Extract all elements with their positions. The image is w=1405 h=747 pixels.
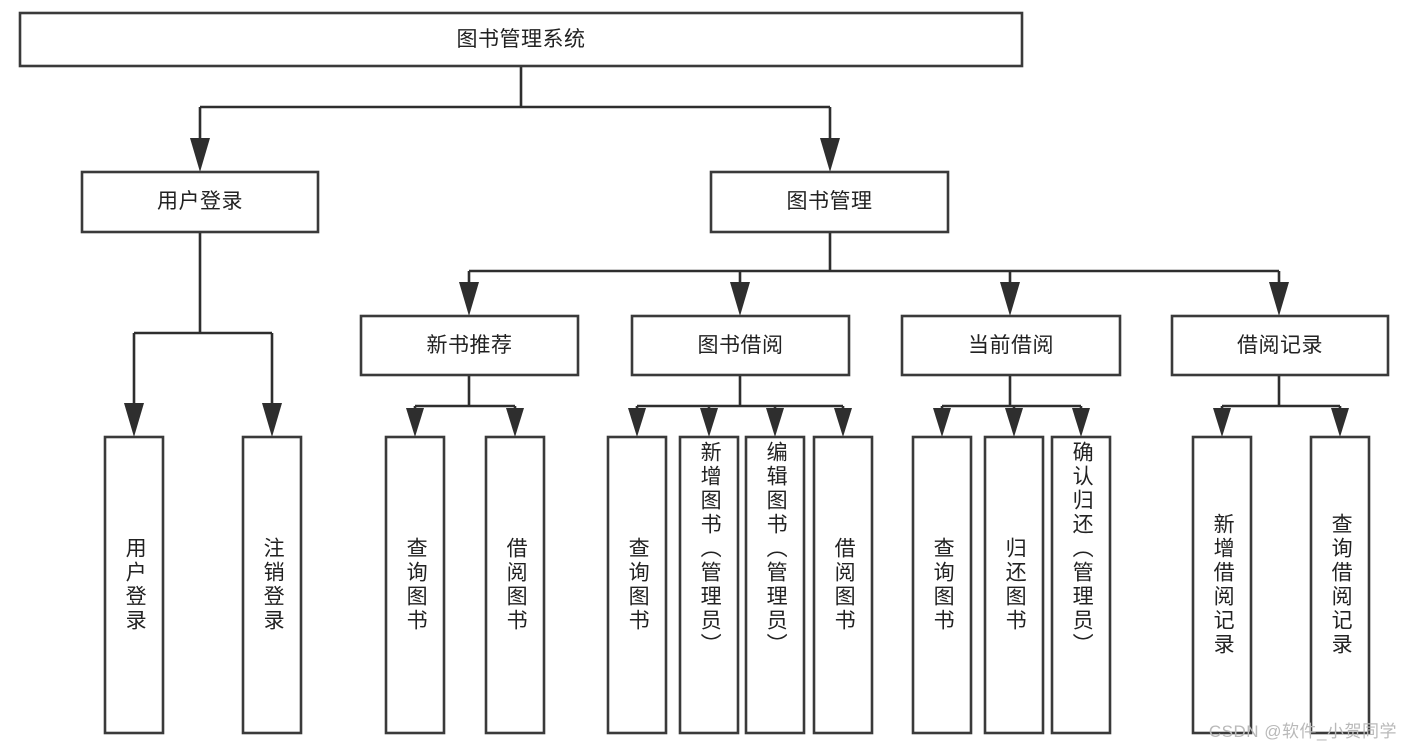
node-box-leaf-logout[interactable] (241, 435, 303, 735)
node-box-root[interactable] (18, 11, 1024, 68)
node-box-leaf-confirm-return[interactable] (1050, 435, 1112, 735)
arrow-head-leaf-query-record (1331, 408, 1349, 437)
arrow-head-leaf-return-book (1005, 408, 1023, 437)
connector-group-current-borrow (933, 375, 1090, 437)
node-box-borrow-record[interactable] (1170, 314, 1390, 377)
node-box-leaf-query-book-2[interactable] (606, 435, 668, 735)
connector-group-new-book-recommend (406, 375, 524, 437)
connector-group-root (190, 66, 840, 172)
arrow-head-borrow-record (1269, 282, 1289, 316)
node-box-book-manage[interactable] (709, 170, 950, 234)
node-box-leaf-add-record[interactable] (1191, 435, 1253, 735)
connector-group-book-borrow (628, 375, 852, 437)
arrow-head-book-manage (820, 138, 840, 172)
arrow-head-leaf-add-record (1213, 408, 1231, 437)
node-box-leaf-add-book[interactable] (678, 435, 740, 735)
arrow-head-user-login (190, 138, 210, 172)
arrow-head-leaf-query-book-2 (628, 408, 646, 437)
node-box-leaf-borrow-book-2[interactable] (812, 435, 874, 735)
arrow-head-leaf-query-book-3 (933, 408, 951, 437)
connector-group-borrow-record (1213, 375, 1349, 437)
node-box-user-login[interactable] (80, 170, 320, 234)
node-box-leaf-edit-book[interactable] (744, 435, 806, 735)
connector-group-book-manage (459, 232, 1289, 316)
node-box-leaf-query-book-3[interactable] (911, 435, 973, 735)
connector-group-user-login (124, 232, 282, 437)
node-box-new-book-recommend[interactable] (359, 314, 580, 377)
arrow-head-leaf-logout (262, 403, 282, 437)
arrow-head-leaf-edit-book (766, 408, 784, 437)
arrow-head-leaf-borrow-book-1 (506, 408, 524, 437)
arrow-head-leaf-query-book-1 (406, 408, 424, 437)
node-box-leaf-user-login[interactable] (103, 435, 165, 735)
node-box-leaf-return-book[interactable] (983, 435, 1045, 735)
node-box-leaf-query-record[interactable] (1309, 435, 1371, 735)
node-box-leaf-borrow-book-1[interactable] (484, 435, 546, 735)
node-box-book-borrow[interactable] (630, 314, 851, 377)
arrow-head-leaf-add-book (700, 408, 718, 437)
arrow-head-leaf-borrow-book-2 (834, 408, 852, 437)
node-box-current-borrow[interactable] (900, 314, 1122, 377)
node-box-leaf-query-book-1[interactable] (384, 435, 446, 735)
arrow-head-new-book-recommend (459, 282, 479, 316)
arrow-head-current-borrow (1000, 282, 1020, 316)
arrow-head-book-borrow (730, 282, 750, 316)
arrow-head-leaf-user-login (124, 403, 144, 437)
csdn-watermark: CSDN @软件_小贺同学 (1208, 722, 1397, 741)
arrow-head-leaf-confirm-return (1072, 408, 1090, 437)
